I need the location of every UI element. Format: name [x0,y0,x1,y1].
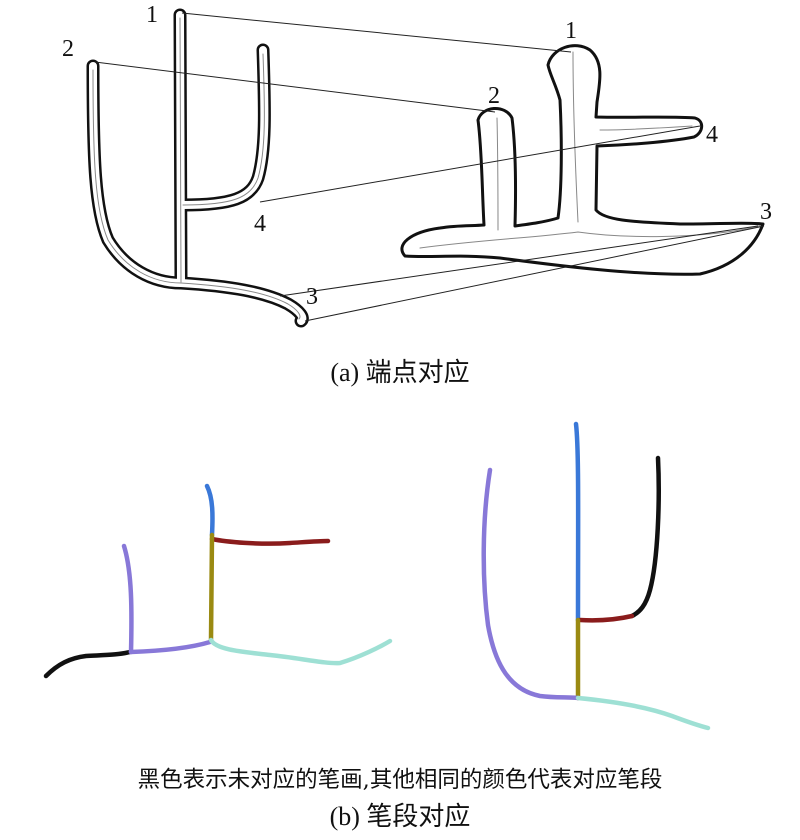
segment-purple-base [128,639,213,655]
segment-black-left [43,649,133,679]
segment-black-right [629,455,661,619]
segment-darkred-left [209,536,331,546]
right-character-outline [400,44,765,276]
right-label-4: 4 [706,122,718,148]
right-label-3: 3 [760,199,772,225]
segment-olive-left [208,532,215,643]
segment-aqua-left [208,637,393,666]
left-label-3: 3 [306,284,318,310]
panel-b-note: 黑色表示未对应的笔画,其他相同的颜色代表对应笔段 [137,767,663,793]
correspondence-lines [94,12,765,322]
segment-darkred-right [577,613,635,623]
right-label-1: 1 [565,18,577,44]
right-label-2: 2 [488,83,500,109]
segment-purple-left [121,543,134,655]
left-label-4: 4 [254,211,266,237]
right-segment-skeleton [481,421,711,731]
left-label-1: 1 [146,2,158,28]
caption-a: (a) 端点对应 [330,358,470,387]
left-segment-skeleton [43,483,393,679]
caption-b: (b) 笔段对应 [329,802,471,831]
segment-purple-right [481,467,581,701]
segment-blue-left [204,483,215,538]
segment-aqua-right [575,695,711,731]
left-label-2: 2 [62,36,74,62]
left-character-skeleton [86,8,309,328]
segment-blue-right [573,421,581,623]
